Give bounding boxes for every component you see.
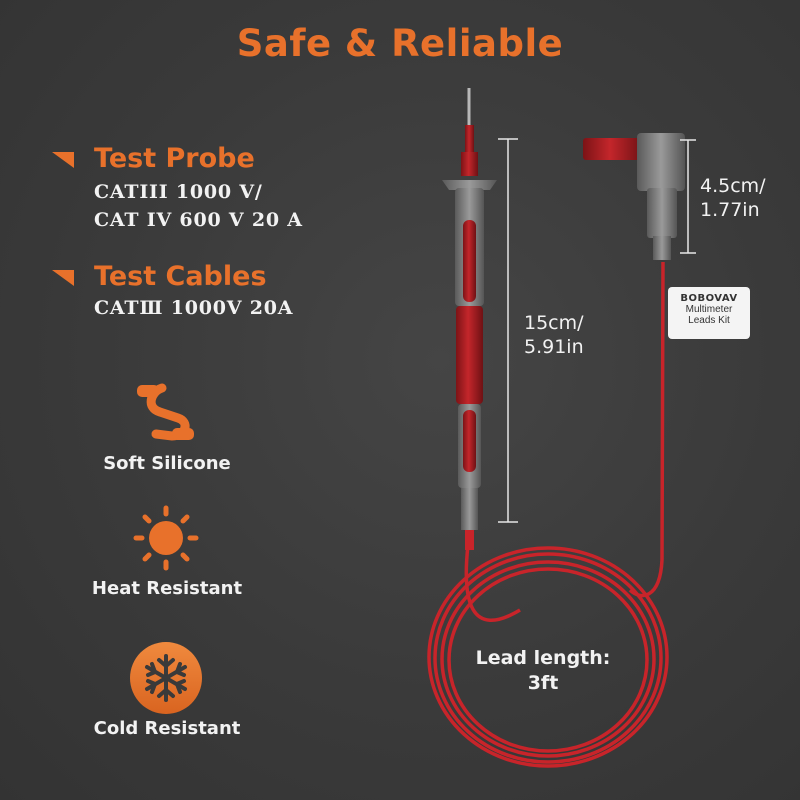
dimension-lines (498, 138, 696, 523)
banana-plug (583, 133, 685, 260)
snowflake-icon (130, 642, 202, 714)
product-tag: BOBOVAV Multimeter Leads Kit (668, 287, 750, 339)
feature-label-heat-resistant: Heat Resistant (91, 578, 243, 599)
tag-line-1: Multimeter (685, 304, 733, 315)
feature-label-cold-resistant: Cold Resistant (93, 718, 241, 739)
tag-line-2: Leads Kit (688, 315, 730, 326)
spec-heading-test-cables: Test Cables (94, 261, 267, 292)
spec-line-probe-rating-2: CAT IV 600 V 20 A (94, 209, 303, 231)
spec-line-probe-rating-1: CATIII 1000 V/ (94, 181, 263, 203)
plug-length-label: 4.5cm/ 1.77in (700, 174, 766, 222)
probe-length-metric: 15cm/ (524, 312, 584, 334)
lead-length-value: 3ft (527, 672, 559, 694)
lead-length-label: Lead length: 3ft (468, 646, 618, 696)
spec-heading-test-probe: Test Probe (94, 143, 255, 174)
test-probe (442, 88, 497, 550)
probe-length-label: 15cm/ 5.91in (524, 311, 584, 359)
lead-length-caption: Lead length: (475, 647, 611, 669)
coiled-test-lead (427, 261, 669, 768)
page-title: Safe & Reliable (236, 22, 564, 65)
cable-coil-icon (137, 383, 194, 441)
plug-length-imperial: 1.77in (700, 199, 760, 221)
probe-length-imperial: 5.91in (524, 336, 584, 358)
spec-line-cable-rating: CATⅢ 1000V 20A (94, 297, 294, 319)
sun-icon (133, 505, 199, 571)
tag-brand: BOBOVAV (680, 293, 738, 304)
triangle-marker-icon (52, 152, 74, 168)
feature-label-soft-silicone: Soft Silicone (103, 453, 231, 474)
triangle-marker-icon (52, 270, 74, 286)
plug-length-metric: 4.5cm/ (700, 175, 766, 197)
